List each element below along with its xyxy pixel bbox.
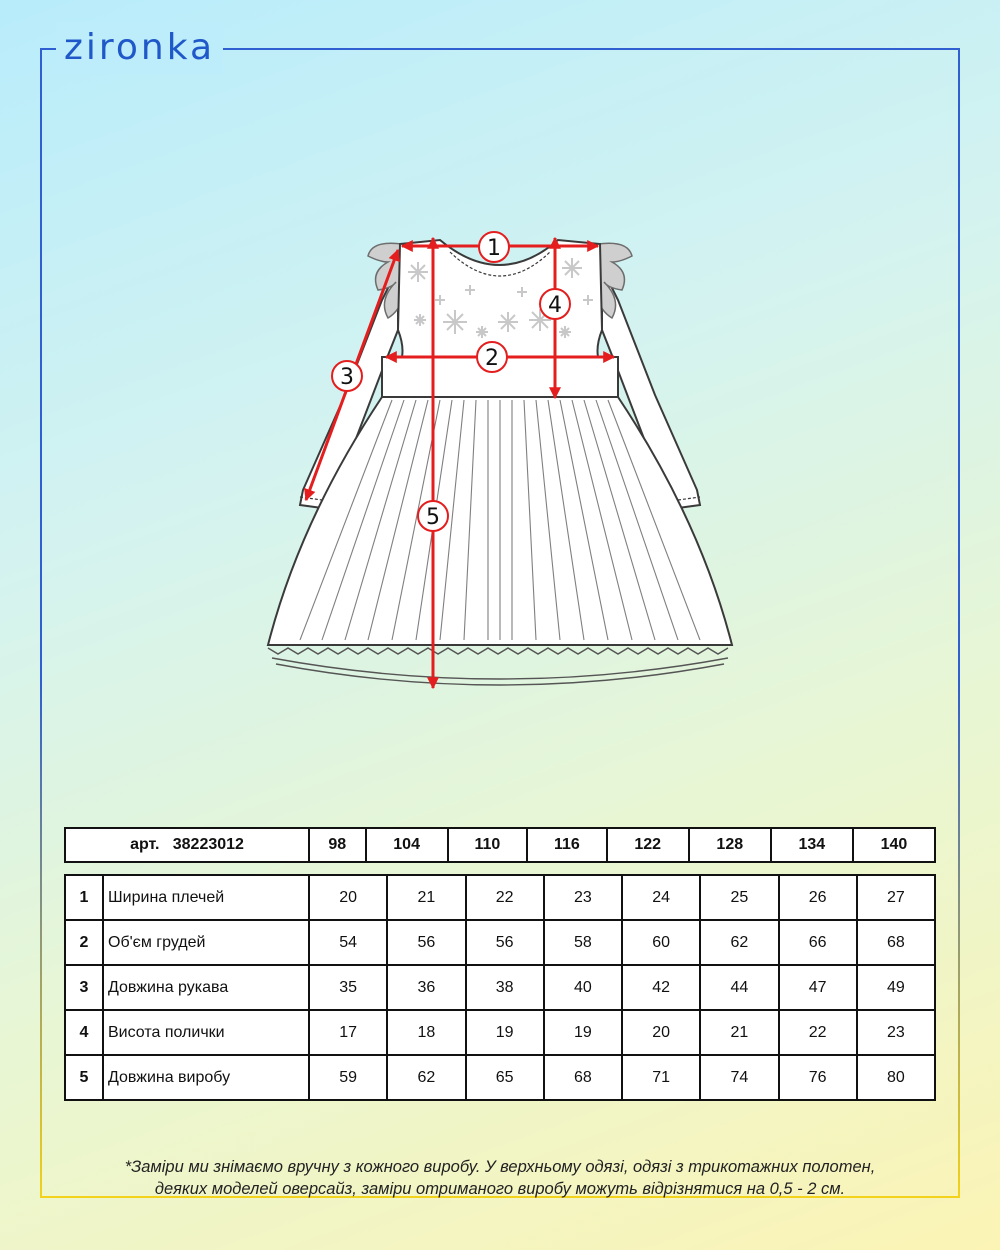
svg-text:2: 2	[485, 346, 499, 371]
right-ruffle	[597, 242, 633, 320]
dress-diagram: 1 2 3 4 5	[266, 231, 734, 690]
row-value: 22	[777, 1009, 858, 1056]
row-label: Об'єм грудей	[102, 919, 310, 966]
row-value: 76	[777, 1054, 858, 1101]
size-header: 122	[605, 827, 690, 863]
row-value: 23	[542, 874, 624, 921]
row-value: 19	[542, 1009, 624, 1056]
row-value: 20	[620, 1009, 702, 1056]
marker-4: 4	[539, 288, 571, 320]
svg-text:1: 1	[487, 236, 501, 261]
measurement-markers: 1 2 3 4 5	[331, 231, 571, 532]
row-label: Висота полички	[102, 1009, 310, 1056]
size-header: 116	[526, 827, 608, 863]
row-value: 59	[307, 1054, 389, 1101]
marker-2: 2	[476, 341, 508, 373]
row-value: 54	[307, 919, 389, 966]
article-cell: арт. 38223012	[64, 827, 310, 863]
article-number: 38223012	[172, 836, 244, 853]
footnote-line-2: деяких моделей оверсайз, заміри отримано…	[154, 1180, 846, 1198]
footnote: *Заміри ми знімаємо вручну з кожного вир…	[40, 1156, 960, 1200]
row-number: 4	[64, 1009, 104, 1056]
row-value: 38	[464, 964, 545, 1011]
size-header: 98	[308, 827, 367, 863]
row-number: 2	[64, 919, 104, 966]
size-header: 104	[364, 827, 449, 863]
right-sleeve	[601, 267, 702, 510]
marker-5: 5	[417, 500, 449, 532]
row-value: 26	[777, 874, 858, 921]
row-number: 1	[64, 874, 104, 921]
size-header: 140	[851, 827, 937, 863]
row-value: 17	[307, 1009, 389, 1056]
row-value: 40	[542, 964, 624, 1011]
row-value: 44	[699, 964, 780, 1011]
row-value: 20	[307, 874, 389, 921]
row-value: 27	[855, 874, 937, 921]
row-value: 19	[464, 1009, 545, 1056]
size-header-row: арт. 38223012 98 104 110 116 122 128 134…	[64, 827, 937, 863]
row-number: 3	[64, 964, 104, 1011]
size-header-table: арт. 38223012 98 104 110 116 122 128 134…	[64, 827, 937, 863]
row-value: 58	[542, 919, 624, 966]
svg-text:4: 4	[548, 293, 562, 318]
lace-hem	[267, 647, 729, 686]
brand-logo: zironka	[56, 22, 224, 74]
row-label: Довжина рукава	[102, 964, 310, 1011]
row-value: 66	[777, 919, 858, 966]
row-label: Довжина виробу	[102, 1054, 310, 1101]
row-value: 21	[386, 874, 467, 921]
row-number: 5	[64, 1054, 104, 1101]
row-value: 74	[699, 1054, 780, 1101]
row-label: Ширина плечей	[102, 874, 310, 921]
row-value: 22	[464, 874, 545, 921]
size-header: 134	[769, 827, 854, 863]
row-value: 68	[542, 1054, 624, 1101]
row-value: 35	[307, 964, 389, 1011]
row-value: 21	[699, 1009, 780, 1056]
snowflake-pattern	[408, 258, 593, 338]
size-header: 128	[687, 827, 772, 863]
svg-text:3: 3	[340, 365, 354, 390]
row-value: 49	[855, 964, 937, 1011]
row-value: 36	[386, 964, 467, 1011]
row-value: 56	[464, 919, 545, 966]
row-value: 62	[386, 1054, 467, 1101]
marker-3: 3	[331, 360, 363, 392]
row-value: 71	[620, 1054, 702, 1101]
svg-text:5: 5	[426, 505, 440, 530]
row-value: 60	[620, 919, 702, 966]
row-value: 24	[620, 874, 702, 921]
row-value: 62	[699, 919, 780, 966]
row-value: 42	[620, 964, 702, 1011]
row-value: 18	[386, 1009, 467, 1056]
row-value: 23	[855, 1009, 937, 1056]
row-value: 68	[855, 919, 937, 966]
size-header: 110	[446, 827, 529, 863]
article-label: арт.	[130, 836, 160, 853]
row-value: 56	[386, 919, 467, 966]
row-value: 25	[699, 874, 780, 921]
marker-1: 1	[478, 231, 510, 263]
row-value: 65	[464, 1054, 545, 1101]
row-value: 47	[777, 964, 858, 1011]
row-value: 80	[855, 1054, 937, 1101]
footnote-line-1: *Заміри ми знімаємо вручну з кожного вир…	[124, 1158, 876, 1176]
